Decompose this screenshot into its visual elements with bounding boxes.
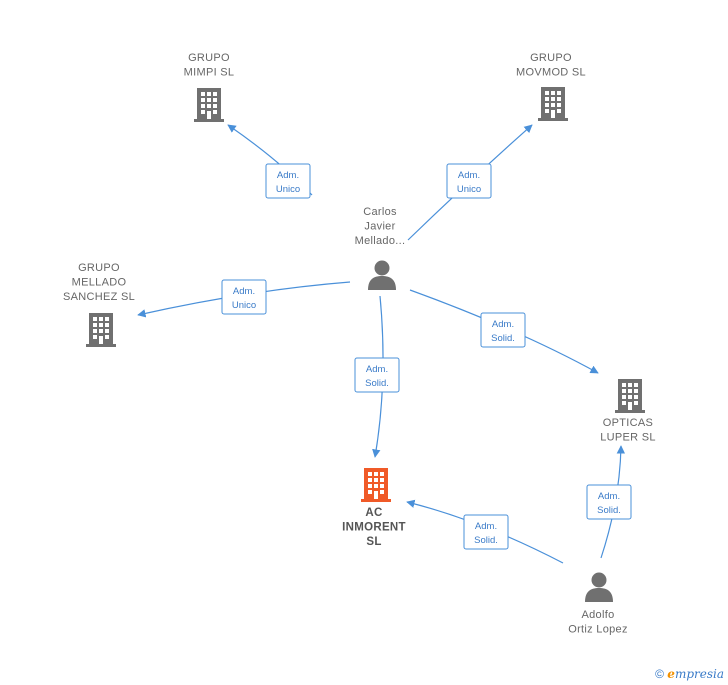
edge-role-label-line: Adm. [598, 491, 620, 502]
node-label-line: GRUPO [188, 52, 230, 64]
copyright-icon: © [655, 667, 664, 681]
person-icon [368, 260, 396, 290]
node-ac-inmorent[interactable]: AC INMORENT SL [342, 468, 406, 548]
edge-role-label-box [463, 514, 509, 550]
empresia-watermark: © empresia [655, 667, 724, 681]
edge-role-label[interactable]: Adm. Unico [446, 163, 492, 199]
node-label-line: Ortiz Lopez [568, 624, 628, 636]
node-grupo-mimpi[interactable]: GRUPO MIMPI SL [184, 52, 235, 122]
brand-logo-rest: mpresia [674, 667, 724, 681]
edge-carlos-to-ac_inmorent: Adm. Solid. [354, 295, 400, 458]
edge-role-label-line: Solid. [474, 535, 498, 546]
edge-role-label-line: Adm. [277, 170, 299, 181]
node-label-line: GRUPO [78, 262, 120, 274]
node-label-line: Carlos [363, 206, 397, 218]
node-label-line: GRUPO [530, 52, 572, 64]
edge-role-label-box [354, 357, 400, 393]
node-label-line: MELLADO [72, 277, 127, 289]
edge-role-label-line: Solid. [491, 333, 515, 344]
node-label-line: AC [365, 507, 382, 519]
edge-carlos-to-grupo_mellado: Adm. Unico [137, 279, 351, 318]
edge-carlos-to-grupo_movmod: Adm. Unico [407, 124, 533, 241]
node-label-line: MOVMOD SL [516, 67, 586, 79]
node-label-line: MIMPI SL [184, 67, 235, 79]
edge-adolfo-to-ac_inmorent: Adm. Solid. [406, 499, 564, 564]
edge-role-label-line: Adm. [492, 319, 514, 330]
node-label-line: LUPER SL [600, 432, 656, 444]
node-carlos[interactable]: CarlosJavierMellado... [355, 206, 406, 290]
edge-role-label-line: Solid. [365, 378, 389, 389]
person-icon [585, 572, 613, 602]
edge-carlos-to-grupo_mimpi: Adm. Unico [227, 124, 313, 199]
edge-role-label-line: Adm. [475, 521, 497, 532]
building-icon [615, 379, 645, 413]
edge-role-label-box [265, 163, 311, 199]
edge-carlos-to-opticas: Adm. Solid. [409, 289, 599, 374]
edge-role-label-line: Unico [276, 184, 300, 195]
building-icon [361, 468, 391, 502]
node-opticas[interactable]: OPTICAS LUPER SL [600, 379, 656, 444]
edge-adolfo-to-opticas: Adm. Solid. [586, 445, 632, 559]
edge-role-label-line: Adm. [458, 170, 480, 181]
node-label-line: INMORENT [342, 522, 406, 534]
edge-role-label-line: Adm. [366, 364, 388, 375]
edge-role-label-line: Solid. [597, 505, 621, 516]
edge-role-label[interactable]: Adm. Solid. [480, 312, 526, 348]
edge-role-label-box [221, 279, 267, 315]
edge-role-label[interactable]: Adm. Solid. [463, 514, 509, 550]
brand-logo-initial: e [667, 667, 675, 681]
node-label-line: Mellado... [355, 235, 406, 247]
node-grupo-movmod[interactable]: GRUPO MOVMOD SL [516, 52, 586, 121]
edge-role-label[interactable]: Adm. Solid. [354, 357, 400, 393]
node-label-line: Javier [364, 221, 395, 233]
edge-role-label-line: Unico [457, 184, 481, 195]
nodes-layer: GRUPO MIMPI SL GRUPO MOVMOD SL GRUPO MELLADO S… [63, 52, 656, 636]
building-icon [194, 88, 224, 122]
edges-layer: Adm.UnicoAdm.UnicoAdm.UnicoAdm.Solid.Adm… [137, 124, 632, 564]
edge-role-label-box [446, 163, 492, 199]
edge-role-label[interactable]: Adm. Solid. [586, 484, 632, 520]
building-icon [86, 313, 116, 347]
building-icon [538, 87, 568, 121]
edge-role-label-box [480, 312, 526, 348]
edge-role-label[interactable]: Adm. Unico [265, 163, 311, 199]
node-label-line: OPTICAS [603, 417, 653, 429]
edge-role-label[interactable]: Adm. Unico [221, 279, 267, 315]
edge-role-label-line: Unico [232, 300, 256, 311]
node-grupo-mellado[interactable]: GRUPO MELLADO SANCHEZ SL [63, 262, 135, 347]
node-label-line: Adolfo [582, 609, 615, 621]
edge-role-label-line: Adm. [233, 286, 255, 297]
node-label-line: SL [366, 536, 381, 548]
node-label-line: SANCHEZ SL [63, 291, 135, 303]
edge-role-label-box [586, 484, 632, 520]
